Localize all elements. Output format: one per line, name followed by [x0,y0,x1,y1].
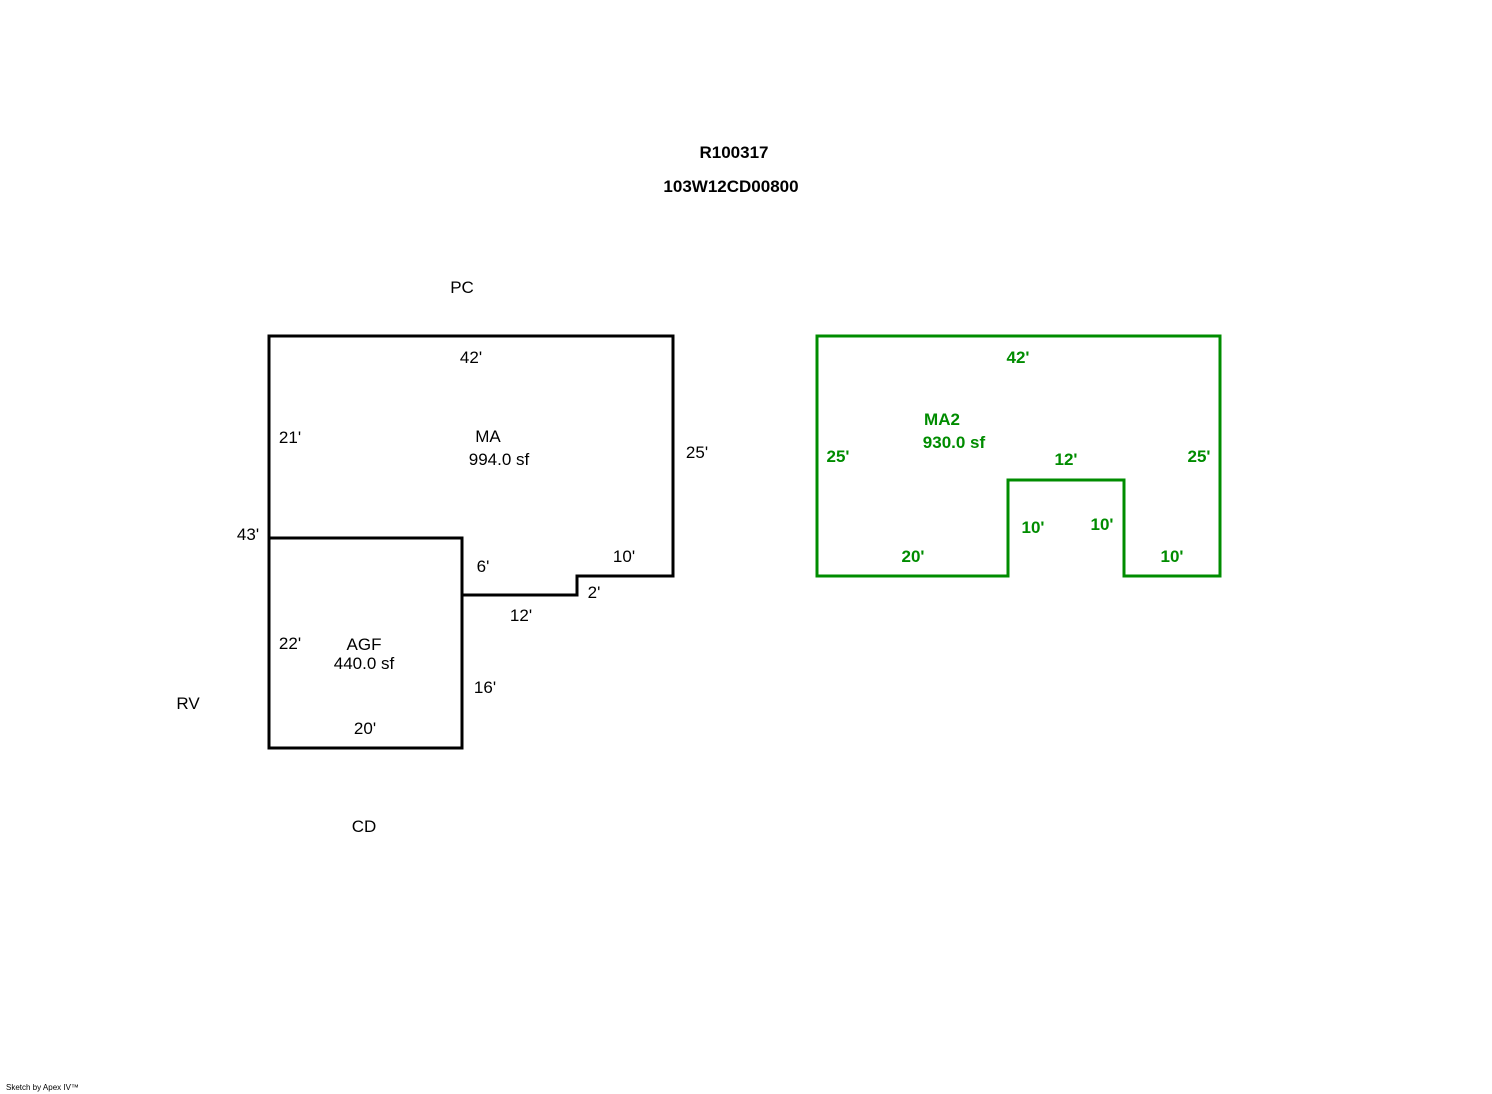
dim-ma2-top: 42' [1007,348,1030,367]
dim-notch-right: 10' [1091,515,1114,534]
dim-agf-left: 22' [279,634,301,653]
side-label-left: RV [176,694,200,713]
dim-step-bottom: 12' [510,606,532,625]
dim-agf-right: 16' [474,678,496,697]
dim-ma-left-total: 43' [237,525,259,544]
dim-ma2-bottom-left: 20' [902,547,925,566]
agf-area-outline [267,536,464,750]
dim-ma-right: 25' [686,443,708,462]
dim-ma-left-upper: 21' [279,428,301,447]
agf-name: AGF [347,635,382,654]
ma2-area-outline [815,334,1222,578]
agf-area: 440.0 sf [334,654,395,673]
dim-notch-left: 10' [1022,518,1045,537]
dim-ma2-right: 25' [1188,447,1211,466]
side-label-top: PC [450,278,474,297]
dim-notch-top: 12' [1055,450,1078,469]
dim-agf-bottom: 20' [354,719,376,738]
dim-ma2-bottom-right: 10' [1161,547,1184,566]
dim-step-right: 2' [588,583,601,602]
map-number: 103W12CD00800 [663,177,798,196]
ma-name: MA [475,427,501,446]
dim-ma2-left: 25' [827,447,850,466]
ma2-name: MA2 [924,410,960,429]
side-label-bottom: CD [352,817,377,836]
sketch-credit: Sketch by Apex IV™ [6,1083,79,1092]
ma2-area: 930.0 sf [923,433,986,452]
parcel-id: R100317 [699,143,768,162]
dim-inner-vertical: 6' [477,557,490,576]
dim-ma-top: 42' [460,348,482,367]
dim-step-top: 10' [613,547,635,566]
ma-area: 994.0 sf [469,450,530,469]
